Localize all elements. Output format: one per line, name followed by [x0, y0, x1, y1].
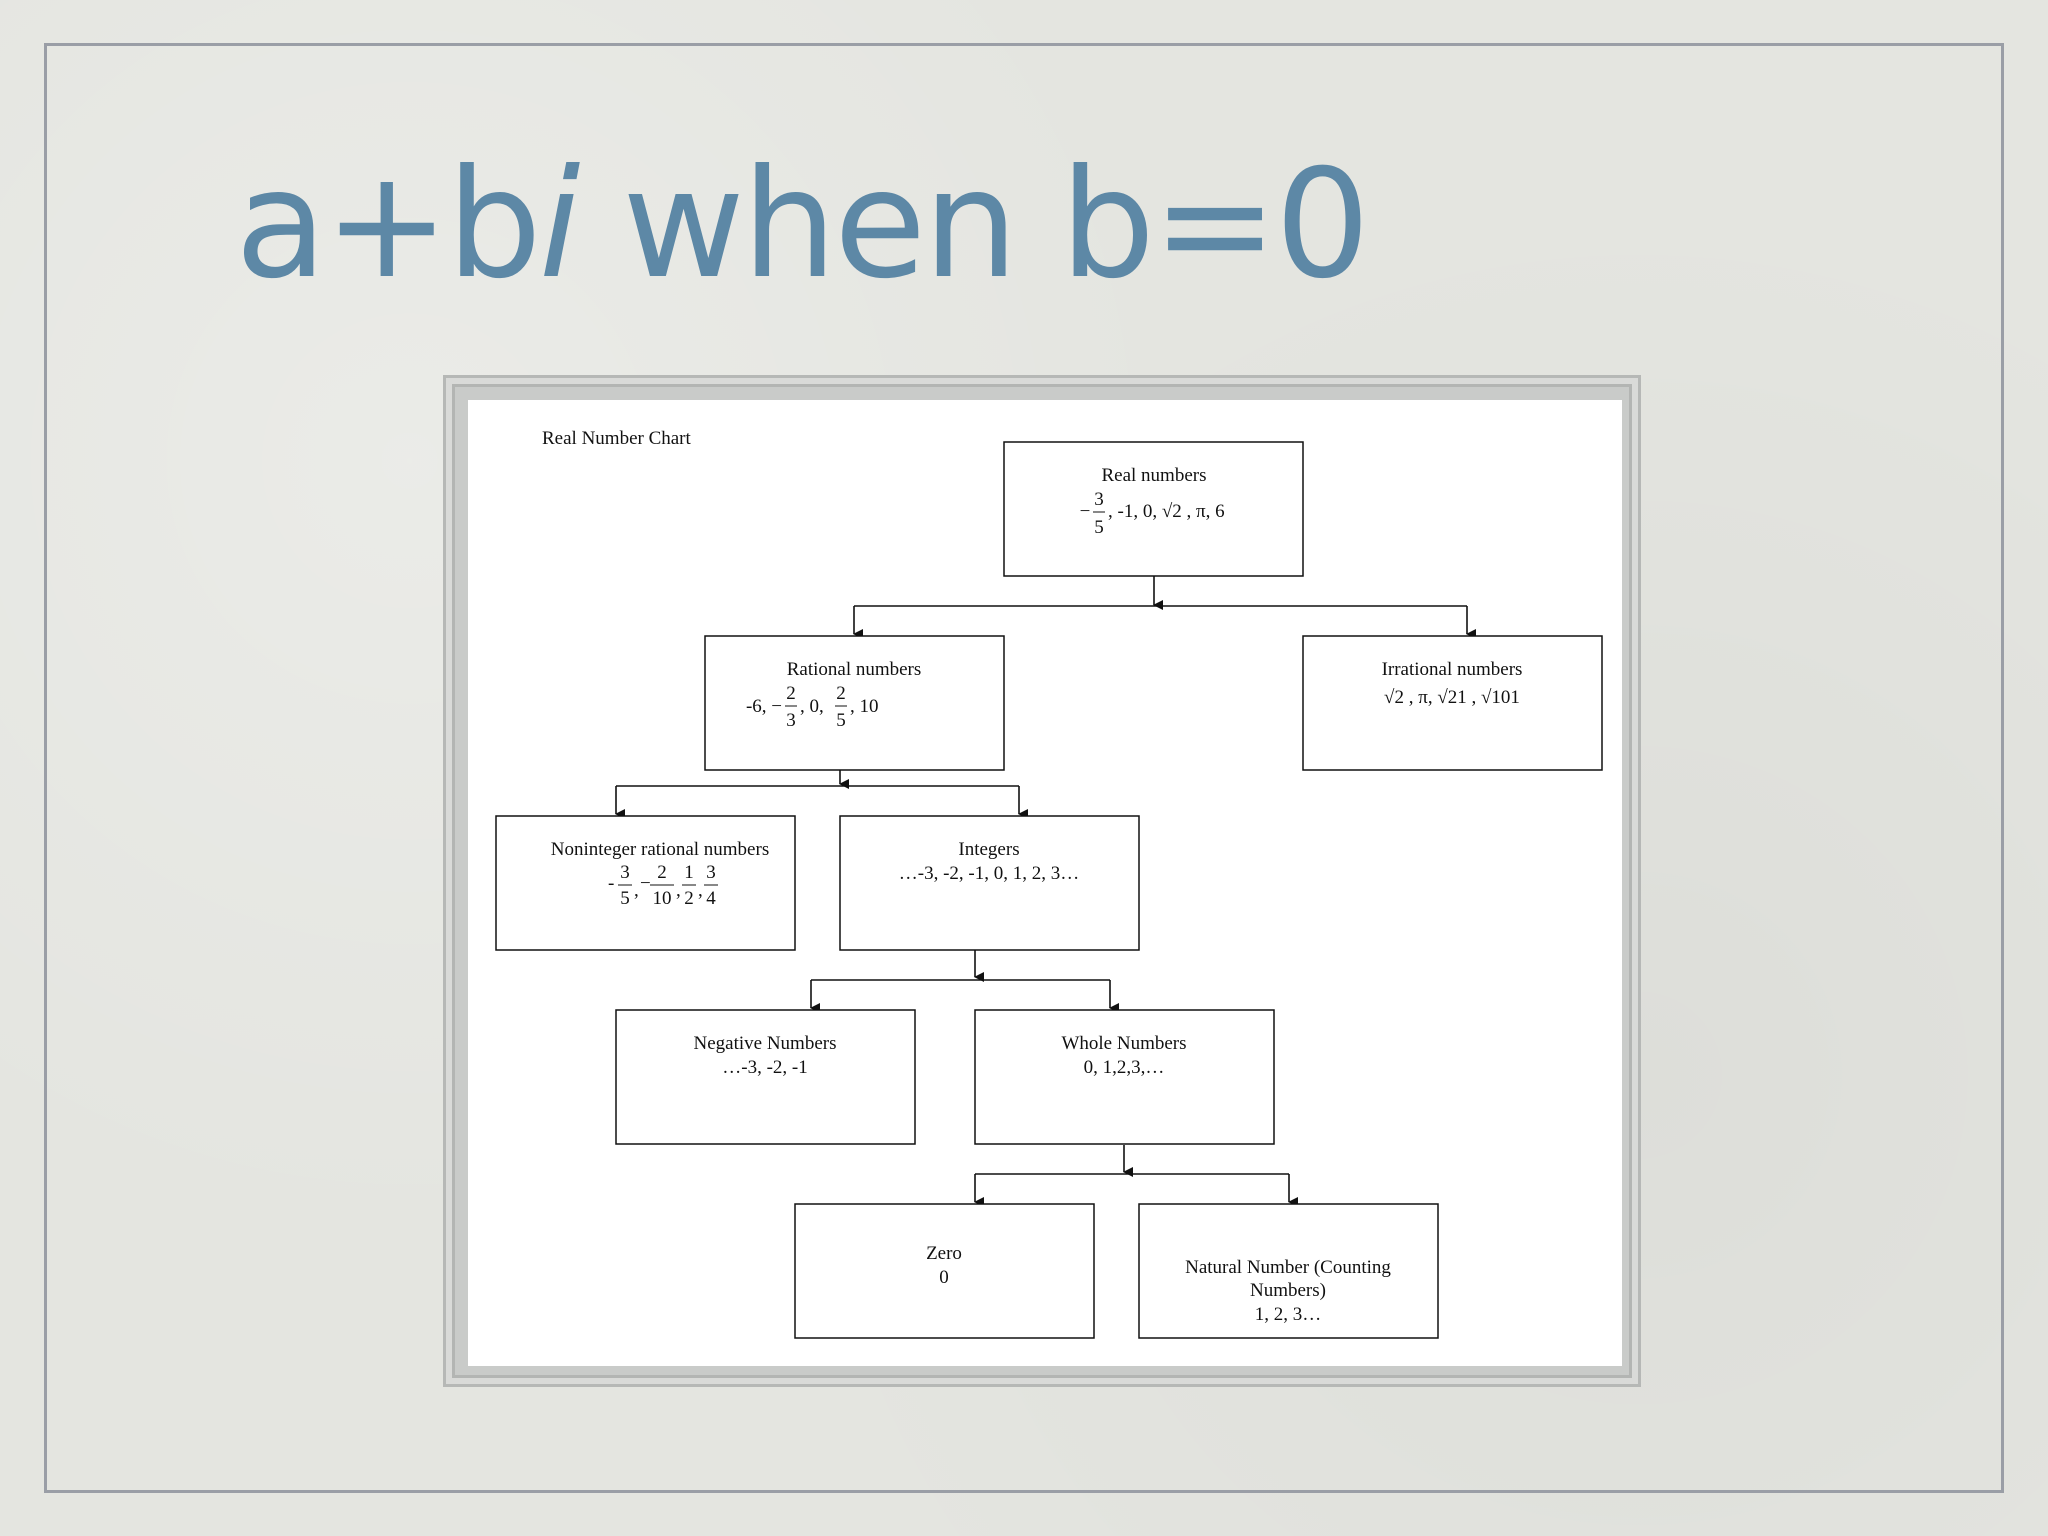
fraction-numerator: 3 — [706, 862, 716, 883]
slide-border — [44, 43, 2004, 1493]
node-natural-title-line1: Natural Number (Counting — [1185, 1257, 1391, 1278]
real-number-chart: Real Number Chart Real numbers − 3 5 , -… — [495, 428, 1603, 1339]
node-rational-numbers: Rational numbers -6, − 2 3 , 0, 2 5 , 10 — [704, 635, 1005, 771]
node-zero: Zero 0 — [794, 1203, 1095, 1339]
fraction-sign: - — [608, 873, 614, 894]
rational-f1-den: 3 — [786, 710, 796, 731]
fraction-denominator: 2 — [684, 888, 694, 909]
fraction-numerator: 2 — [657, 862, 667, 883]
noninteger-fractions: -35,−210,12,34 — [608, 862, 718, 909]
node-whole-examples: 0, 1,2,3,… — [1084, 1057, 1165, 1078]
node-natural-numbers: Natural Number (Counting Numbers) 1, 2, … — [1138, 1203, 1439, 1339]
chart-caption: Real Number Chart — [542, 428, 692, 449]
rational-f1-num: 2 — [786, 683, 796, 704]
rational-suffix: , 10 — [850, 696, 879, 717]
slide-title: a+bi when b=0 — [235, 150, 1370, 300]
node-noninteger-title: Noninteger rational numbers — [551, 839, 769, 860]
fraction-comma: , — [676, 880, 681, 901]
node-natural-title-line2: Numbers) — [1250, 1280, 1326, 1301]
fraction-numerator: 1 — [684, 862, 694, 883]
real-fraction-den: 5 — [1094, 517, 1104, 538]
rational-mid: , 0, — [800, 696, 824, 717]
node-negative-numbers: Negative Numbers …-3, -2, -1 — [615, 1009, 916, 1145]
real-fraction-num: 3 — [1094, 489, 1104, 510]
fraction-denominator: 4 — [706, 888, 716, 909]
real-fraction-sign: − — [1080, 501, 1091, 522]
node-natural-examples: 1, 2, 3… — [1255, 1304, 1322, 1325]
node-real-numbers: Real numbers − 3 5 , -1, 0, √2 , π, 6 — [1003, 441, 1304, 577]
node-irrational-numbers: Irrational numbers √2 , π, √21 , √101 — [1302, 635, 1603, 771]
fraction-denominator: 10 — [653, 888, 672, 909]
rational-f2-num: 2 — [836, 683, 846, 704]
fraction-denominator: 5 — [620, 888, 630, 909]
node-integers-examples: …-3, -2, -1, 0, 1, 2, 3… — [899, 863, 1079, 884]
node-negative-examples: …-3, -2, -1 — [722, 1057, 807, 1078]
fraction-comma: , — [698, 880, 703, 901]
fraction-numerator: 3 — [620, 862, 630, 883]
fraction-sign: − — [640, 873, 651, 894]
node-integers: Integers …-3, -2, -1, 0, 1, 2, 3… — [839, 815, 1140, 951]
node-integers-title: Integers — [958, 839, 1019, 860]
connectors — [615, 576, 1476, 1207]
node-zero-title: Zero — [926, 1243, 962, 1264]
rational-prefix: -6, − — [746, 696, 782, 717]
node-whole-title: Whole Numbers — [1061, 1033, 1186, 1054]
diagram-paper: Real Number Chart Real numbers − 3 5 , -… — [468, 400, 1622, 1366]
title-italic-i: i — [538, 138, 581, 312]
node-irrational-title: Irrational numbers — [1382, 659, 1523, 680]
node-negative-title: Negative Numbers — [694, 1033, 837, 1054]
title-part1: a+b — [235, 138, 542, 312]
node-whole-numbers: Whole Numbers 0, 1,2,3,… — [974, 1009, 1275, 1145]
node-rational-title: Rational numbers — [787, 659, 922, 680]
node-noninteger-rational: Noninteger rational numbers -35,−210,12,… — [495, 815, 796, 951]
title-part2: when b=0 — [577, 138, 1370, 312]
fraction-comma: , — [634, 880, 639, 901]
rational-f2-den: 5 — [836, 710, 846, 731]
node-real-title: Real numbers — [1101, 465, 1206, 486]
node-irrational-examples: √2 , π, √21 , √101 — [1384, 687, 1520, 708]
node-real-examples: , -1, 0, √2 , π, 6 — [1108, 501, 1225, 522]
node-zero-examples: 0 — [939, 1267, 949, 1288]
